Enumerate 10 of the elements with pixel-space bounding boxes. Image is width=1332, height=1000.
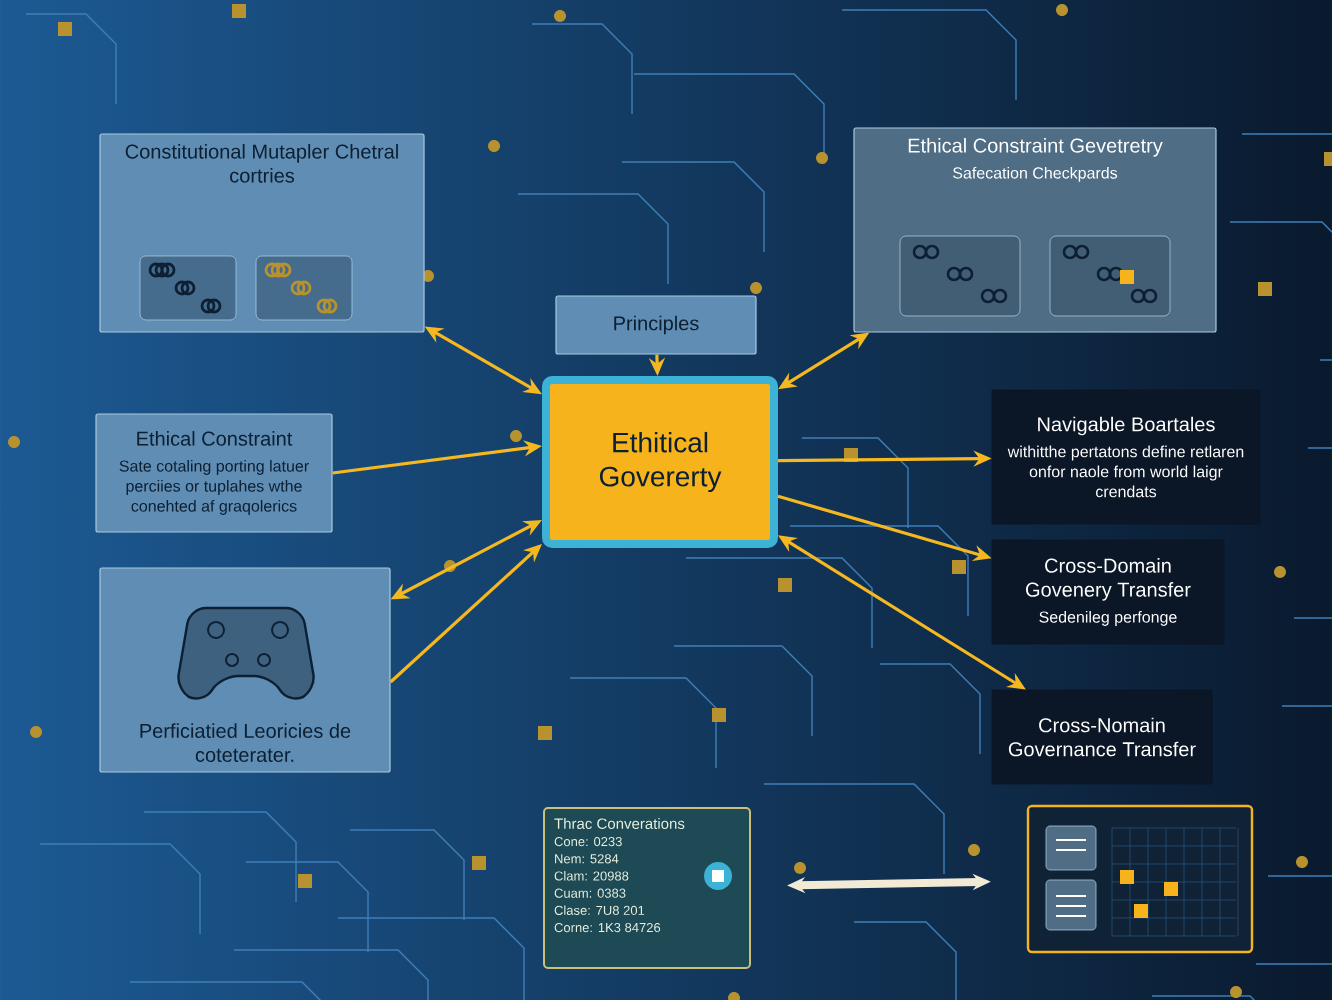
text-box: Cross-Domain Govenery Transfer Sedenileg perfonge xyxy=(991,539,1225,645)
glass-panel: Perficiatied Leoricies de coteterater. xyxy=(99,567,391,773)
text-box: Cross-Nomain Governance Transfer xyxy=(991,689,1213,785)
central-box: Ethitical Govererty xyxy=(542,376,778,548)
map-panel xyxy=(1026,804,1254,954)
glass-panel: Principles xyxy=(555,295,757,355)
glass-panel: Ethical Constraint Gevetretry Safecation Checkpards xyxy=(853,127,1217,333)
glass-panel: Constitutional Mutapler Chetral cortries xyxy=(99,133,425,333)
glass-panel: Ethical Constraint Sate cotaling porting latuer perciies or tuplahes wthe conehted af graqolerics xyxy=(95,413,333,533)
text-box: Navigable Boartales withitthe pertatons define retlaren onfor naole from world laigr crendats xyxy=(991,389,1261,525)
